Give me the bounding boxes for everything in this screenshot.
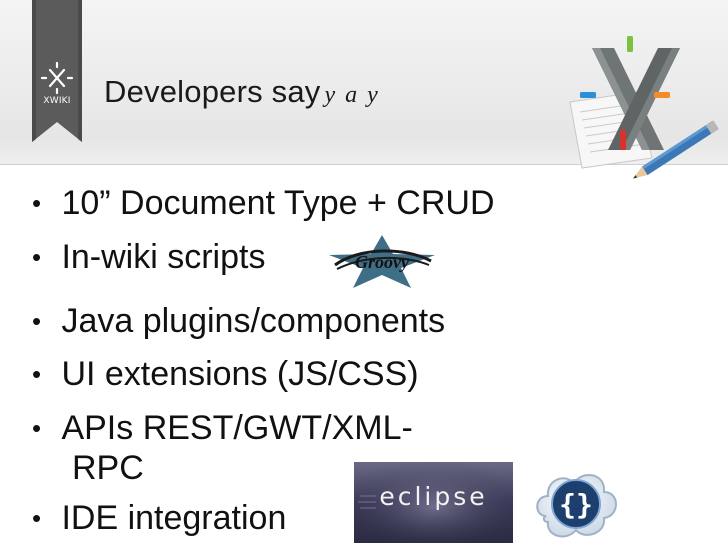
bullet-item: • Java plugins/components [32,301,445,341]
bullet-continuation: RPC [72,449,144,487]
eclipse-logo-icon [354,462,513,543]
xwiki-ribbon: XWIKI [32,0,82,142]
xwiki-brand-label: XWIKI [43,96,71,106]
svg-text:{}: {} [559,488,593,521]
bullet-item: • 10” Document Type + CRUD [32,183,495,223]
groovy-logo-text: Groovy [355,252,410,272]
bullet-marker: • [32,242,42,272]
bullet-text: UI extensions (JS/CSS) [61,355,419,393]
bullet-marker: • [32,359,42,389]
bullet-item: • In-wiki scripts [32,237,265,277]
braces-cloud-icon: {} [536,474,617,538]
bullet-marker: • [32,413,42,443]
bullet-item: • APIs REST/GWT/XML- RPC [32,408,413,488]
bullet-text: APIs REST/GWT/XML- [61,409,413,447]
bullet-marker: • [32,503,42,533]
bullet-marker: • [32,188,42,218]
bullet-item: • IDE integration [32,498,286,538]
groovy-star-icon: Groovy [325,233,439,290]
xwiki-logo-icon [32,0,82,142]
bullet-text: In-wiki scripts [61,238,266,276]
bullet-text: 10” Document Type + CRUD [61,184,495,222]
title-main: Developers say [104,74,321,109]
bullet-text: IDE integration [61,499,287,537]
eclipse-logo-text: eclipse [379,482,488,511]
groovy-logo: Groovy [325,233,439,290]
bullet-text: Java plugins/components [61,302,446,340]
title-emphasis: y a y [324,82,380,108]
eclipse-logo: eclipse [354,462,513,543]
bullet-marker: • [32,306,42,336]
bullet-item: • UI extensions (JS/CSS) [32,354,419,394]
xwiki-x-logo-icon [569,36,719,179]
